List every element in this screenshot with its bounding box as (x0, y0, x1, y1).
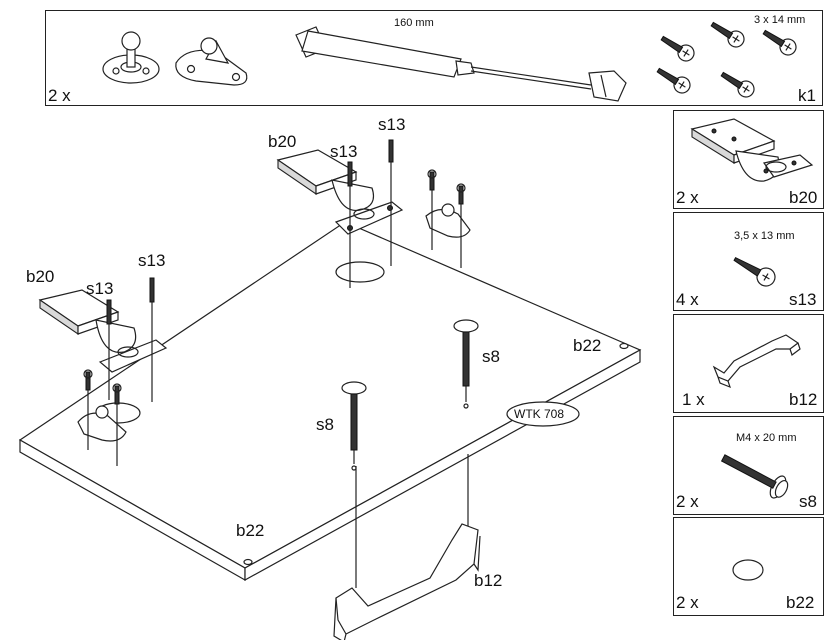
part-box-b22: 2 x b22 (673, 517, 824, 616)
bolt-m4x20-icon (720, 454, 789, 499)
screw-size-label: 3 x 14 mm (754, 14, 806, 26)
kit-box: 2 x 160 mm 3 x 14 mm k1 (45, 10, 823, 106)
model-badge: WTK 708 (514, 407, 565, 421)
screw-3-5x13-icon (733, 257, 776, 287)
part-size: M4 x 20 mm (736, 432, 797, 444)
screw-top-a (347, 161, 353, 288)
bolt-left (341, 381, 367, 471)
hinge-left (38, 289, 168, 373)
part-label: b12 (789, 390, 818, 409)
part-qty: 2 x (676, 188, 699, 207)
part-qty: 2 x (676, 593, 699, 612)
callout-b22-bottom: b22 (236, 521, 265, 540)
part-qty: 4 x (676, 290, 699, 309)
part-box-s13: 3,5 x 13 mm 4 x s13 (673, 212, 824, 311)
screw-top-b (388, 139, 394, 266)
part-label: b22 (786, 593, 815, 612)
callout-s13-left-a: s13 (86, 279, 114, 298)
callout-b20-top: b20 (268, 132, 297, 151)
screw-left-a (106, 299, 112, 400)
part-box-s8: M4 x 20 mm 2 x s8 (673, 416, 824, 515)
part-qty: 2 x (676, 492, 699, 511)
ball-stud-round-icon (102, 31, 160, 84)
handle-icon (712, 334, 801, 389)
assembly-diagram (18, 139, 642, 640)
hinge-icon (690, 118, 814, 182)
callout-s13-top-a: s13 (330, 142, 358, 161)
hinge-top (276, 149, 404, 235)
gas-spring-icon (295, 26, 627, 102)
callout-s13-left-b: s13 (138, 251, 166, 270)
callout-s8-right: s8 (482, 347, 500, 366)
callout-s13-top-b: s13 (378, 115, 406, 134)
bolt-right (453, 319, 479, 409)
callout-b22-right: b22 (573, 336, 602, 355)
part-label: b20 (789, 188, 818, 207)
ball-stud-top (425, 169, 471, 268)
ball-stud-bracket-icon (175, 37, 248, 86)
part-label: s13 (789, 290, 817, 309)
kit-label: k1 (798, 86, 816, 105)
callout-s8-left: s8 (316, 415, 334, 434)
model-badge-shape (506, 401, 580, 427)
ball-stud-left (77, 369, 127, 466)
part-qty: 1 x (682, 390, 705, 409)
part-label: s8 (799, 492, 817, 511)
door-panel (18, 221, 642, 582)
part-box-b20: 2 x b20 (673, 110, 824, 209)
part-box-b12: 1 x b12 (673, 314, 824, 413)
callout-b20-left: b20 (26, 267, 55, 286)
kit-parts-illustration (102, 21, 797, 102)
part-size: 3,5 x 13 mm (734, 230, 795, 242)
rod-length-label: 160 mm (394, 17, 434, 29)
callout-b12-bottom: b12 (474, 571, 503, 590)
screw-left-b (149, 277, 155, 402)
handle-b12 (333, 454, 481, 640)
felt-pad-icon (732, 559, 764, 581)
screws-3x14-icon (656, 21, 797, 98)
kit-qty: 2 x (48, 86, 71, 105)
